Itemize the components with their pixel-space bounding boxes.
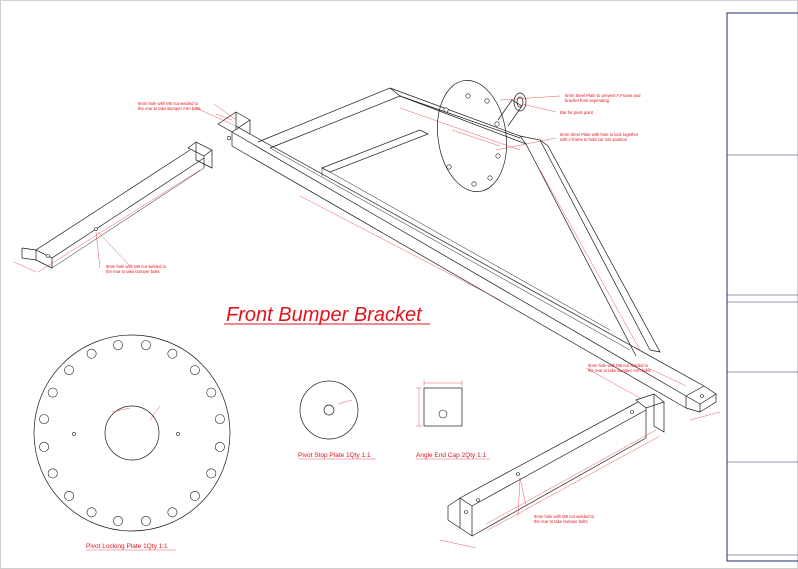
drawing-title: Front Bumper Bracket <box>226 304 423 326</box>
angle-end-cap <box>416 380 463 427</box>
note-top-left-line2: the rear to take Bumper Arm bolts <box>138 106 201 111</box>
note-lock-plate-line2: with A frame to hold car into position <box>560 137 628 142</box>
caption-end-cap: Angle End Cap 2Qty 1:1 <box>416 452 486 459</box>
locking-plate-hole <box>214 441 225 452</box>
note-right-arm-line2: the rear to take bumper bolts <box>534 519 588 524</box>
locking-plate-hole <box>167 348 178 359</box>
note-pivot-bar: Bar for pivot point <box>560 110 594 115</box>
note-right-top-line2: the rear to take Bumper Arm bolts <box>588 368 651 373</box>
locking-plate-hole <box>113 516 123 526</box>
caption-locking-plate: Pivot Locking Plate 1Qty 1:1 <box>86 543 168 550</box>
locking-plate-hole <box>189 365 200 375</box>
note-left-arm-line2: the rear to take bumper bolts <box>106 269 160 274</box>
left-bumper-arm <box>13 141 213 273</box>
pivot-stop-plate <box>299 380 359 440</box>
pivot-plate-3d <box>399 79 527 193</box>
locking-plate-hole <box>47 468 58 479</box>
locking-plate-hole <box>140 340 151 350</box>
locking-plate-hole <box>86 507 97 518</box>
pivot-locking-plate <box>33 334 231 532</box>
locking-plate-hole <box>189 490 200 501</box>
locking-plate-hole <box>206 387 217 398</box>
locking-plate-hole <box>86 348 97 359</box>
locking-plate-hole <box>64 490 74 501</box>
leader-lines <box>97 95 641 517</box>
right-bumper-arm <box>439 393 665 549</box>
note-lock-plate-line1: 5mm Steel Plate with hole to lock togeth… <box>560 132 639 137</box>
note-top-left-line1: 9mm hole with M8 nut welded to <box>138 101 199 106</box>
locking-plate-hole <box>140 516 151 526</box>
caption-stop-plate: Pivot Stop Plate 1Qty 1:1 <box>298 452 371 459</box>
title-block <box>726 12 798 562</box>
note-right-top-line1: 9mm hole with M8 nut welded to <box>588 363 649 368</box>
a-frame <box>213 87 721 421</box>
note-left-arm-line1: 9mm hole with M8 nut welded to <box>106 264 167 269</box>
note-right-arm-line1: 9mm hole with M8 nut welded to <box>534 514 595 519</box>
locking-plate-hole <box>47 387 58 398</box>
locking-plate-hole <box>39 441 49 452</box>
note-steel-plate-line1: 5mm Steel Plate to prevent A Frame and <box>565 93 641 98</box>
note-steel-plate-line2: bracket from seperating <box>565 98 610 103</box>
locking-plate-hole <box>214 414 225 424</box>
locking-plate-hole <box>64 365 74 375</box>
locking-plate-hole <box>113 340 123 350</box>
locking-plate-hole <box>39 414 49 424</box>
locking-plate-hole <box>206 468 217 479</box>
locking-plate-hole <box>167 507 178 518</box>
notes: 9mm hole with M8 nut welded to the rear … <box>106 93 651 524</box>
